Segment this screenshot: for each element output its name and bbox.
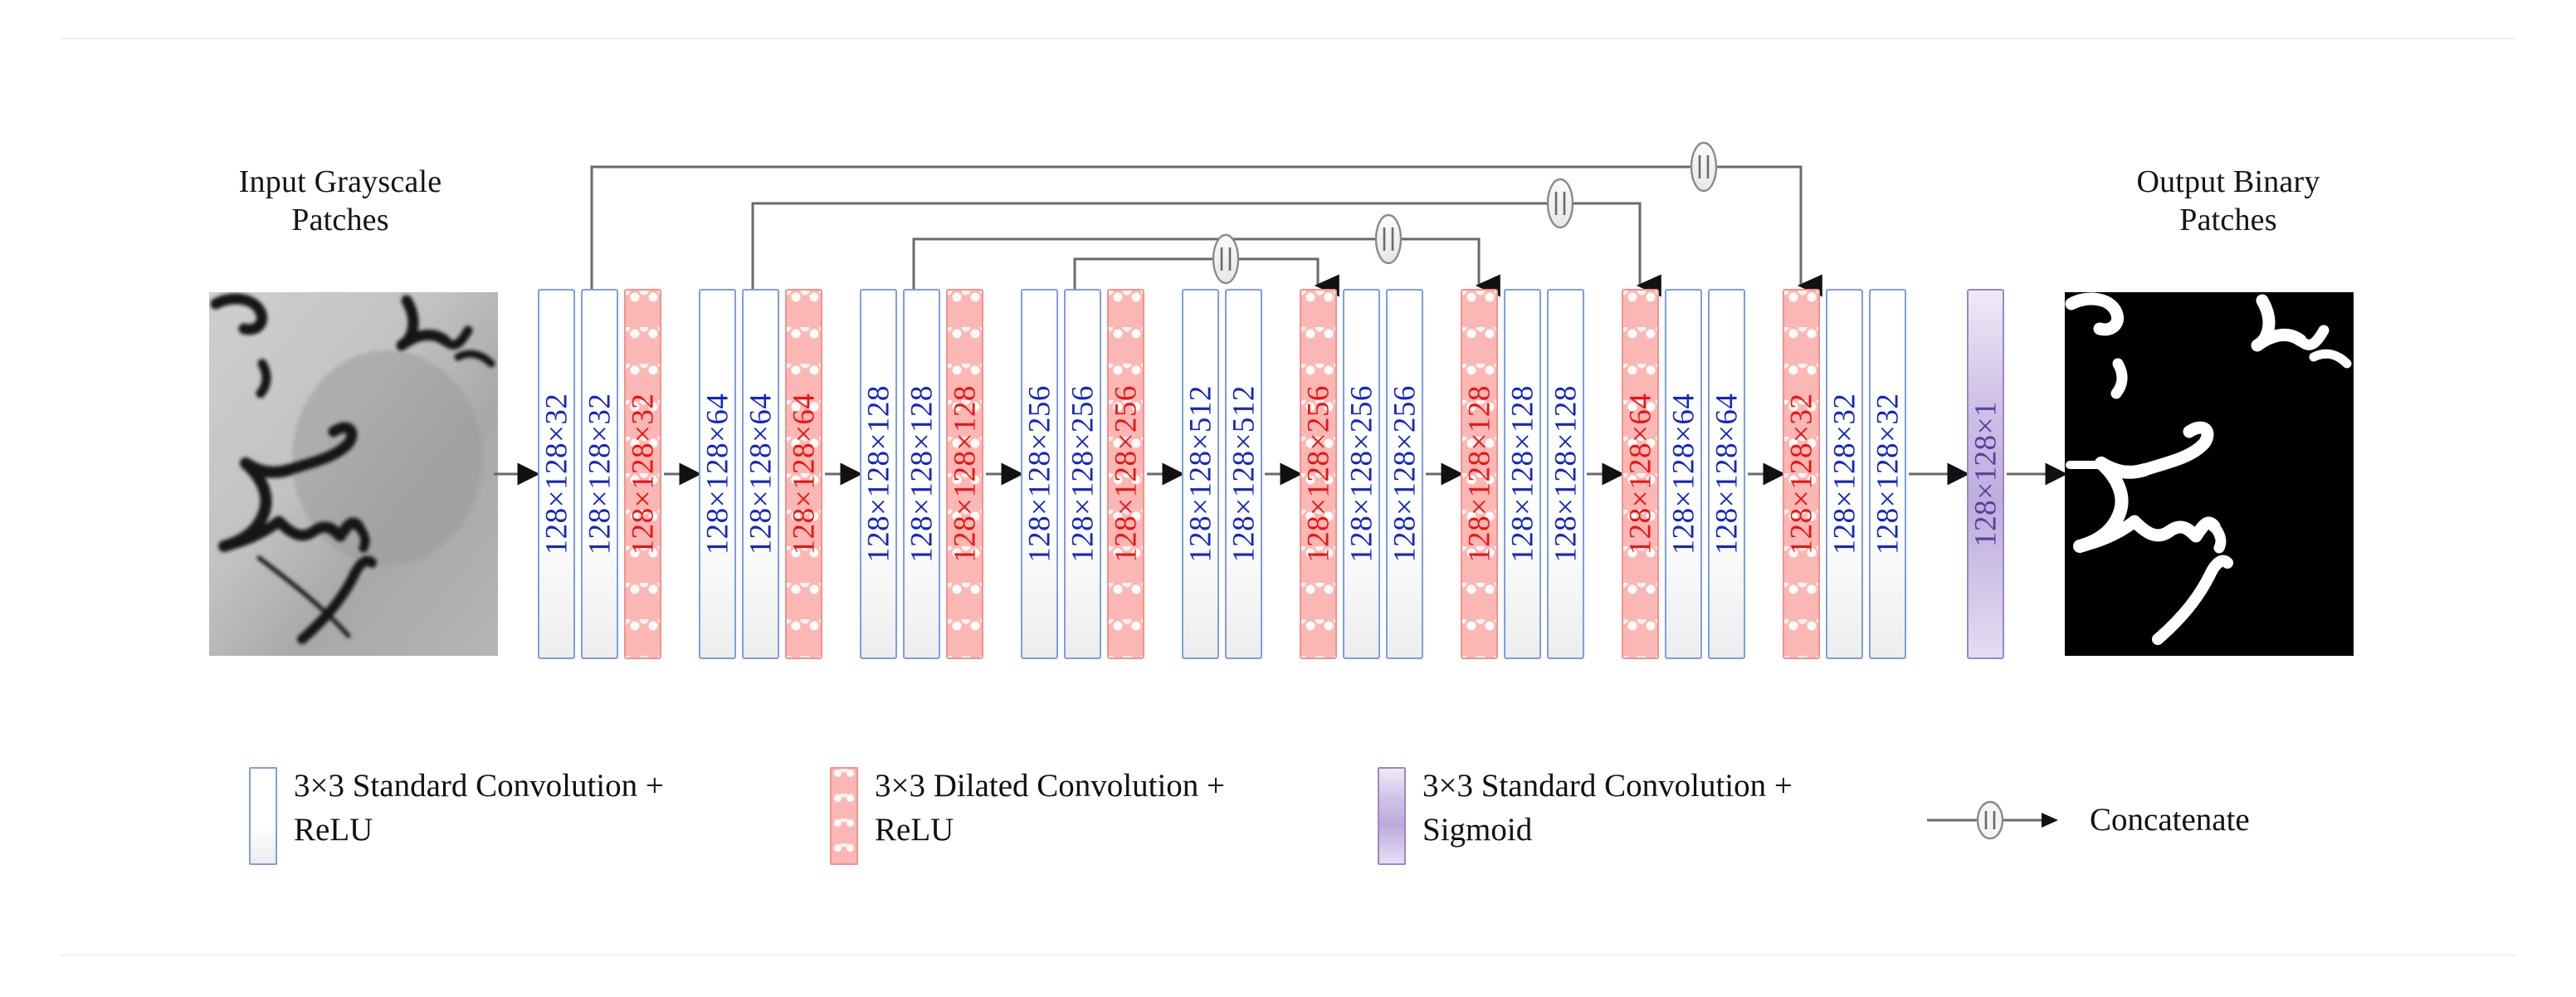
layer-block-15: 128×128×256 xyxy=(1300,289,1337,659)
legend-item-concatenate: Concatenate xyxy=(1925,795,2250,845)
layer-block-9: 128×128×128 xyxy=(946,289,983,659)
skip-connection-rails xyxy=(590,141,1822,297)
layer-block-24: 128×128×32 xyxy=(1783,289,1820,659)
layer-block-label: 128×128×64 xyxy=(787,393,821,555)
layer-block-label: 128×128×32 xyxy=(1784,393,1818,555)
output-binary-patch-image xyxy=(2065,292,2354,656)
legend-label-concatenate: Concatenate xyxy=(2090,802,2250,838)
layer-block-label: 128×128×128 xyxy=(905,385,939,563)
layer-block-label: 128×128×32 xyxy=(626,393,660,555)
concatenate-node-icon xyxy=(1374,213,1403,265)
layer-block-25: 128×128×32 xyxy=(1826,289,1863,659)
legend-item-dilated-conv: 3×3 Dilated Convolution + ReLU xyxy=(830,764,1328,865)
legend-item-standard-conv: 3×3 Standard Convolution + ReLU xyxy=(249,764,747,865)
layer-block-2: 128×128×32 xyxy=(581,289,618,659)
skip-rail-in xyxy=(1073,257,1213,289)
skip-rail-out xyxy=(1401,237,1500,297)
layer-block-4: 128×128×64 xyxy=(699,289,736,659)
layer-block-13: 128×128×512 xyxy=(1182,289,1219,659)
input-caption: Input Grayscale Patches xyxy=(238,164,442,238)
layer-block-14: 128×128×512 xyxy=(1225,289,1262,659)
legend-item-sigmoid-conv: 3×3 Standard Convolution + Sigmoid xyxy=(1378,764,1892,865)
skip-connection-4 xyxy=(1073,233,1339,297)
legend-label-dilated-conv: 3×3 Dilated Convolution + ReLU xyxy=(875,768,1226,848)
layer-block-label: 128×128×256 xyxy=(1344,385,1378,563)
layer-block-23: 128×128×64 xyxy=(1708,289,1745,659)
layer-block-label: 128×128×256 xyxy=(1388,385,1422,563)
layer-block-26: 128×128×32 xyxy=(1869,289,1906,659)
legend-swatch-standard-conv xyxy=(249,767,277,865)
layer-block-label: 128×128×64 xyxy=(744,393,778,555)
input-grayscale-patch-image xyxy=(209,292,498,656)
skip-connection-1 xyxy=(590,141,1822,297)
layer-block-7: 128×128×128 xyxy=(860,289,897,659)
skip-rail-in xyxy=(912,237,1376,289)
layer-block-22: 128×128×64 xyxy=(1665,289,1702,659)
layer-block-10: 128×128×256 xyxy=(1021,289,1058,659)
concatenate-icon xyxy=(1927,800,2058,840)
legend-swatch-sigmoid-conv xyxy=(1378,767,1406,865)
skip-rail-out xyxy=(1238,257,1339,297)
layer-block-21: 128×128×64 xyxy=(1622,289,1659,659)
skip-rail-out xyxy=(1716,165,1822,297)
layer-block-5: 128×128×64 xyxy=(742,289,779,659)
layer-block-label: 128×128×64 xyxy=(1623,393,1657,555)
layer-block-19: 128×128×128 xyxy=(1504,289,1541,659)
layer-block-6: 128×128×64 xyxy=(785,289,822,659)
layer-block-label: 128×128×128 xyxy=(1462,385,1496,563)
legend: 3×3 Standard Convolution + ReLU 3×3 Dila… xyxy=(0,757,2576,915)
concatenate-node-icon xyxy=(1546,178,1574,229)
layer-block-label: 128×128×1 xyxy=(1969,401,2003,547)
layer-block-label: 128×128×512 xyxy=(1227,385,1261,563)
layer-block-label: 128×128×128 xyxy=(1549,385,1583,563)
layer-block-3: 128×128×32 xyxy=(624,289,661,659)
layer-block-11: 128×128×256 xyxy=(1064,289,1101,659)
layer-block-label: 128×128×256 xyxy=(1066,385,1100,563)
layer-block-27: 128×128×1 xyxy=(1967,289,2004,659)
layer-block-label: 128×128×128 xyxy=(1505,385,1539,563)
layer-block-label: 128×128×64 xyxy=(1710,393,1744,555)
skip-rail-in xyxy=(751,202,1548,289)
skip-connection-3 xyxy=(912,213,1500,297)
layer-block-label: 128×128×128 xyxy=(948,385,982,563)
legend-label-standard-conv: 3×3 Standard Convolution + ReLU xyxy=(294,768,664,848)
layer-block-16: 128×128×256 xyxy=(1343,289,1380,659)
layer-block-18: 128×128×128 xyxy=(1461,289,1498,659)
layer-block-label: 128×128×32 xyxy=(539,393,573,555)
layer-block-label: 128×128×32 xyxy=(1827,393,1861,555)
layer-block-20: 128×128×128 xyxy=(1547,289,1584,659)
layer-block-8: 128×128×128 xyxy=(903,289,940,659)
layer-block-label: 128×128×32 xyxy=(583,393,617,555)
skip-rail-in xyxy=(590,165,1691,289)
top-divider xyxy=(60,38,2516,39)
legend-label-sigmoid-conv: 3×3 Standard Convolution + Sigmoid xyxy=(1422,768,1793,848)
layer-block-label: 128×128×256 xyxy=(1301,385,1335,563)
output-caption: Output Binary Patches xyxy=(2136,164,2320,238)
layer-block-label: 128×128×64 xyxy=(1666,393,1700,555)
legend-swatch-dilated-conv xyxy=(830,767,858,865)
concatenate-node-icon xyxy=(1690,141,1718,193)
skip-rail-out xyxy=(1573,202,1661,297)
layer-block-17: 128×128×256 xyxy=(1386,289,1423,659)
layer-block-1: 128×128×32 xyxy=(538,289,575,659)
layer-block-12: 128×128×256 xyxy=(1107,289,1144,659)
layer-block-label: 128×128×256 xyxy=(1022,385,1056,563)
layer-block-label: 128×128×32 xyxy=(1871,393,1905,555)
layer-block-label: 128×128×256 xyxy=(1109,385,1143,563)
layer-block-label: 128×128×128 xyxy=(861,385,895,563)
skip-connection-2 xyxy=(751,178,1661,297)
concatenate-node-icon xyxy=(1212,233,1240,285)
layer-block-label: 128×128×64 xyxy=(700,393,734,555)
layer-block-label: 128×128×512 xyxy=(1183,385,1217,563)
